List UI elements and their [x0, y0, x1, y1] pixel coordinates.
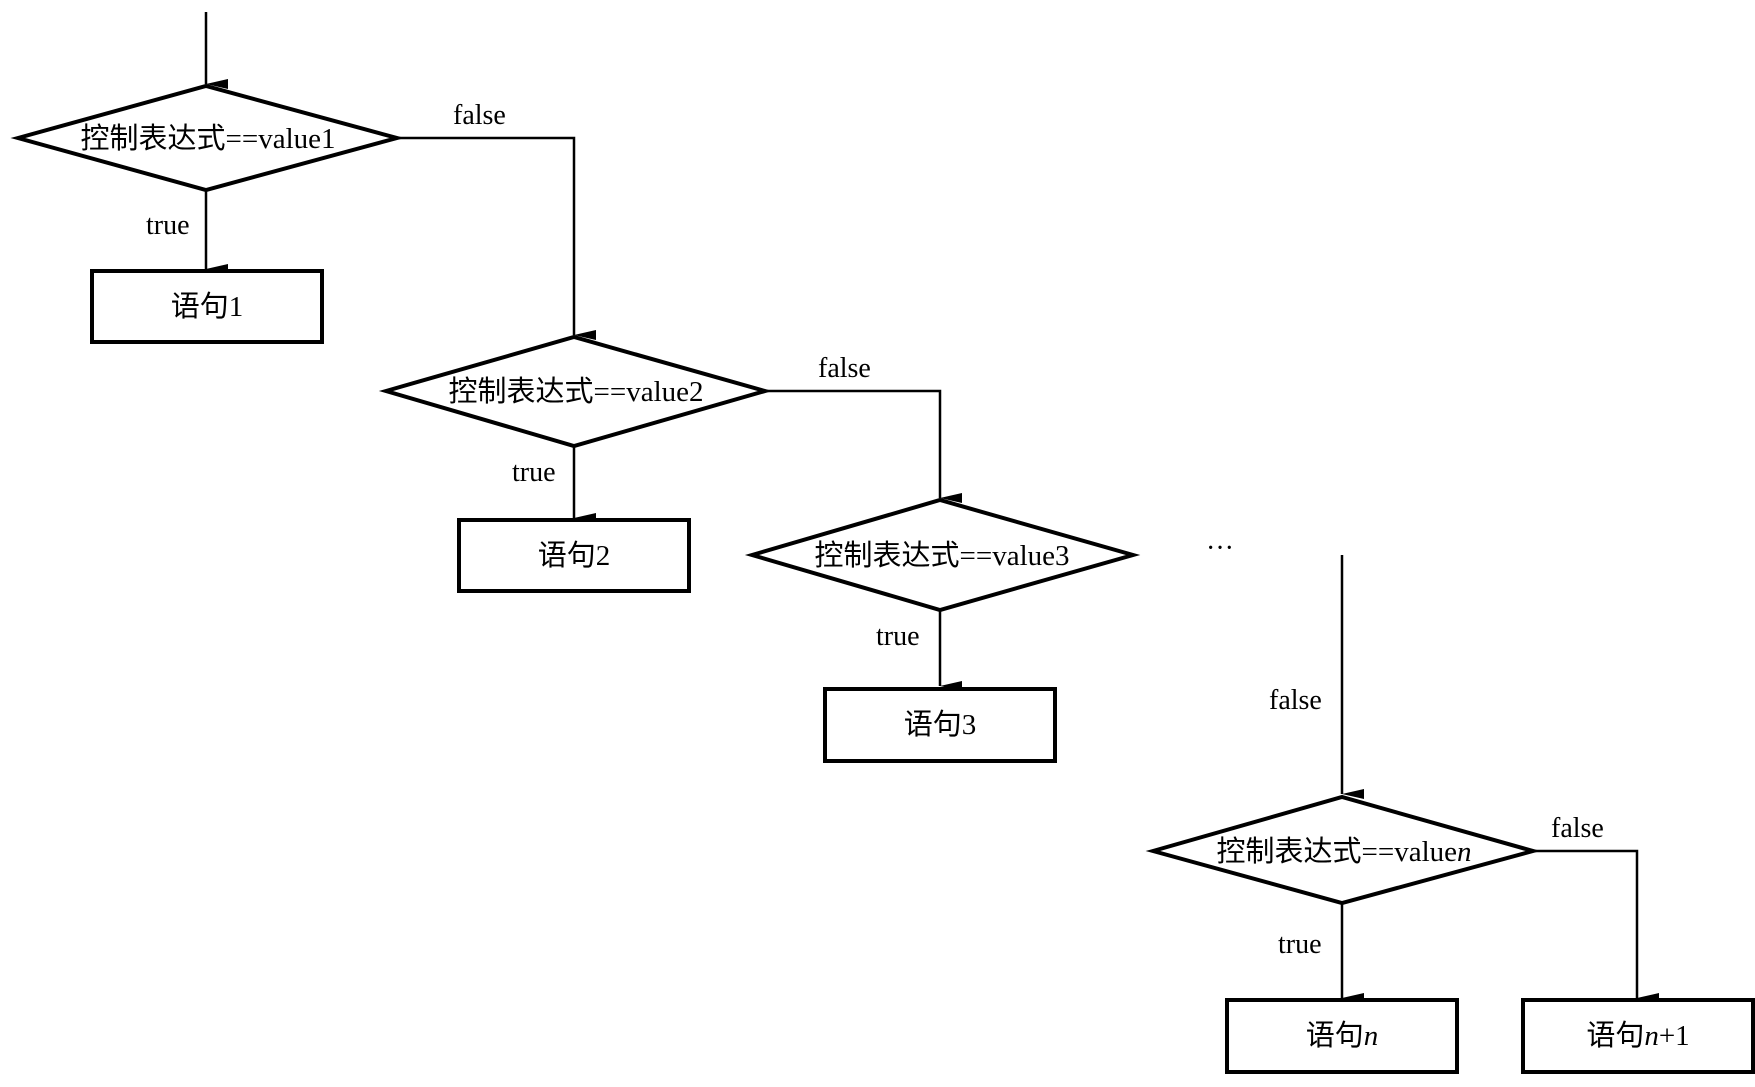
true-label-2: true	[512, 457, 556, 488]
statement-1-label: 语句1	[171, 290, 244, 323]
statement-n: 语句n	[1225, 998, 1459, 1074]
statement-n-label: 语句n	[1306, 1019, 1379, 1052]
statement-2-label: 语句2	[538, 539, 611, 572]
decision-n-label: 控制表达式==valuen	[1216, 835, 1471, 868]
statement-3-label: 语句3	[904, 708, 977, 741]
decision-3-label: 控制表达式==value3	[814, 539, 1069, 572]
true-label-1: true	[146, 210, 190, 241]
true-label-n: true	[1278, 929, 1322, 960]
decision-2: 控制表达式==value2	[378, 334, 773, 449]
statement-1: 语句1	[90, 269, 324, 344]
decision-2-label: 控制表达式==value2	[448, 375, 703, 408]
decision-3: 控制表达式==value3	[744, 497, 1141, 613]
decision-1-label: 控制表达式==value1	[80, 122, 335, 155]
ellipsis: ···	[1206, 533, 1234, 564]
statement-n-plus-1: 语句n+1	[1521, 998, 1755, 1074]
false-label-n: false	[1551, 813, 1604, 844]
false-arrow-1	[397, 136, 596, 340]
statement-2: 语句2	[457, 518, 691, 593]
statement-n-plus-1-label: 语句n+1	[1586, 1019, 1689, 1052]
false-arrow-2	[765, 389, 962, 503]
false-label-1: false	[453, 100, 506, 131]
decision-n: 控制表达式==valuen	[1145, 794, 1541, 906]
false-label-2: false	[818, 353, 871, 384]
true-label-3: true	[876, 621, 920, 652]
false-label-incoming-n: false	[1269, 685, 1322, 716]
statement-3: 语句3	[823, 687, 1057, 763]
false-arrow-n	[1533, 849, 1659, 1003]
decision-1: 控制表达式==value1	[10, 83, 405, 193]
